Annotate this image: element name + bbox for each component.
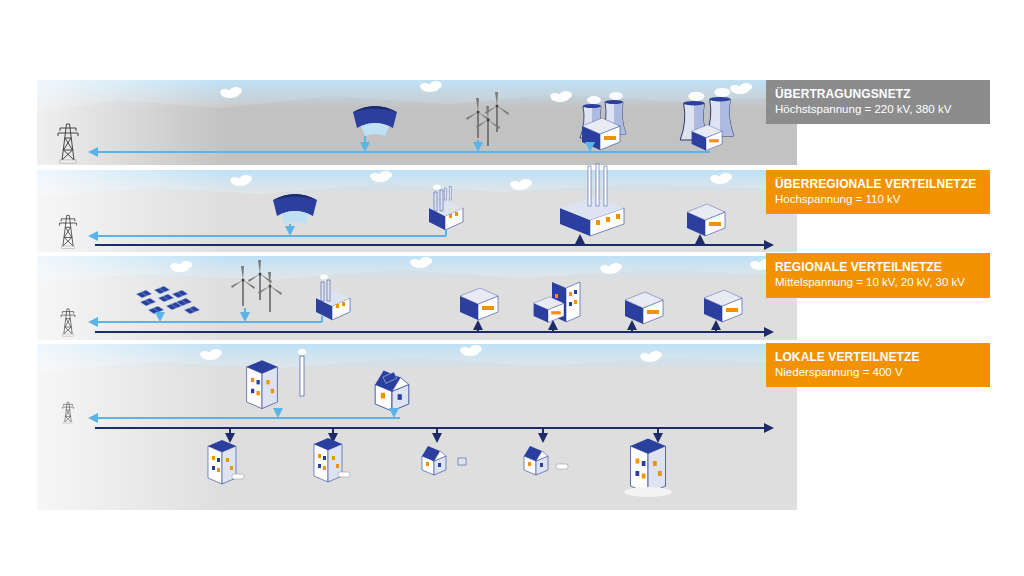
- generator-icon: [136, 260, 742, 324]
- cloud: [170, 81, 772, 362]
- network-band: [37, 80, 797, 165]
- voltage-text: Höchstspannung = 220 kV, 380 kV: [775, 102, 981, 117]
- level-heading: REGIONALE VERTEILNETZE: [775, 260, 981, 275]
- feed-in-arrow: [90, 136, 710, 152]
- voltage-text: Hochspannung = 110 kV: [775, 192, 981, 207]
- level-heading: ÜBERTRAGUNGSNETZ: [775, 87, 981, 102]
- supply-arrow: [95, 322, 772, 332]
- network-level-box: REGIONALE VERTEILNETZEMittelspannung = 1…: [766, 253, 990, 298]
- network-level-box: LOKALE VERTEILNETZENiederspannung = 400 …: [766, 343, 990, 387]
- level-heading: LOKALE VERTEILNETZE: [775, 350, 981, 365]
- network-level-box: ÜBERREGIONALE VERTEILNETZEHochspannung =…: [766, 170, 990, 214]
- level-heading: ÜBERREGIONALE VERTEILNETZE: [775, 177, 981, 192]
- supply-arrow: [95, 236, 772, 245]
- generator-icon: [247, 349, 409, 411]
- network-band: [37, 170, 797, 252]
- network-level-box: ÜBERTRAGUNGSNETZHöchstspannung = 220 kV,…: [766, 80, 990, 124]
- pylon-symbol: [58, 124, 78, 424]
- network-band: [37, 256, 797, 340]
- network-band: [37, 344, 797, 510]
- supply-arrow: [95, 428, 772, 441]
- generator-icon: [353, 88, 734, 151]
- voltage-text: Mittelspannung = 10 kV, 20 kV, 30 kV: [775, 275, 981, 290]
- feed-in-arrow: [90, 308, 322, 322]
- feed-in-arrow: [90, 224, 446, 236]
- generator-icon: [273, 164, 725, 236]
- consumer-icon: [208, 438, 672, 497]
- feed-in-arrow: [90, 408, 400, 418]
- voltage-text: Niederspannung = 400 V: [775, 365, 981, 380]
